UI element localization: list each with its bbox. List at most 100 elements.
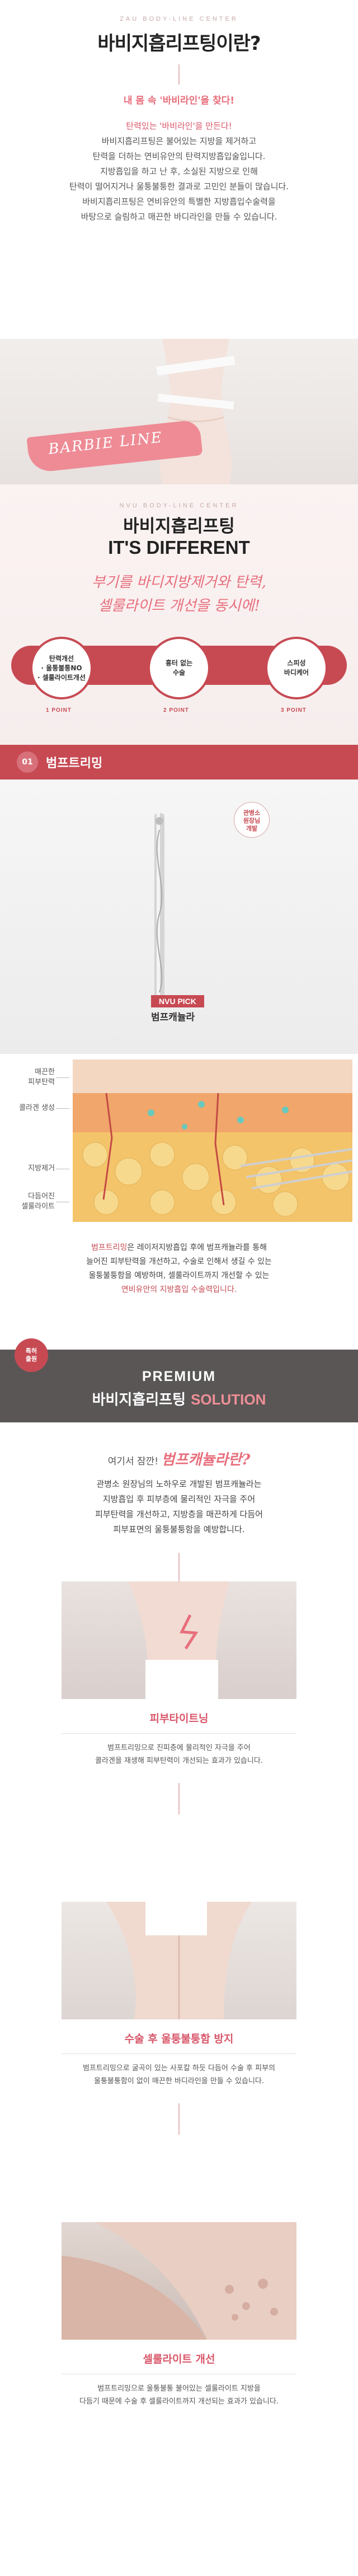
effect-card: 피부타이트닝 범프트리밍으로 진피층에 물리적인 자극을 주어 콜라겐을 재생해… [0,1581,358,1888]
solution-head-big: 범프캐뉼라란? [161,1452,251,1468]
different-script: 부기를 바디지방제거와 탄력, 셀룰라이트 개선을 동시에! [0,571,358,618]
badge-text: 개발 [246,825,258,832]
desc-section: 범프트리밍은 레이저지방흡입 후에 범프캐뉼라를 통해 늘어진 피부탄력을 개선… [0,1228,358,1350]
desc-text: 은 레이저지방흡입 후에 범프캐뉼라를 통해 [127,1243,267,1252]
premium-title-en: PREMIUM [142,1369,216,1384]
premium-title-ko: 바비지흡리프팅 [92,1392,186,1408]
solution-line: 피부탄력을 개선하고, 지방층을 매끈하게 다듬어 [95,1509,263,1519]
point-text: 바디케어 [284,669,309,676]
device-name: 범프캐뉼라 [151,1012,195,1023]
skin-label: 지방제거 [28,1164,55,1173]
skin-diagram: 매끈한 피부탄력 콜라겐 생성 지방제거 다듬어진 셀룰라이트 [0,1054,358,1228]
skin-label: 다듬어진 셀룰라이트 [6,1192,55,1212]
desc-line: 울퉁불퉁함을 예방하며, 셀룰라이트까지 개선할 수 있는 [88,1271,270,1280]
different-section: NVU BODY-LINE CENTER 바비지흡리프팅 IT'S DIFFER… [0,484,358,745]
script-line: 셀룰라이트 개선을 동시에! [97,598,261,614]
patent-badge: 특허 출원 [15,1338,48,1372]
effect-line: 범프트리밍으로 굴곡이 있는 사포칼 하듯 다듬어 수술 후 피부의 [82,2064,276,2073]
intro-body: 탄력있는 '바비라인'을 만든다! 바비지흡리프팅은 불어있는 지방을 제거하고… [0,119,358,225]
effect-line: 범프트리밍으로 진피층에 물리적인 자극을 주어 [107,1744,251,1752]
effect-photo [62,1581,296,1699]
intro-line: 탄력을 더하는 연비유안의 탄력지방흡입술입니다. [92,151,266,161]
intro-subtitle: 내 몸 속 '바비라인'을 찾다! [123,95,235,106]
skin-label-line: 셀룰라이트 [21,1202,55,1211]
point-text: 흉터 없는 [165,659,193,667]
spacer [0,1553,358,1584]
premium-title: 바비지흡리프팅 SOLUTION [0,1388,358,1409]
footer-space [0,2529,358,2576]
divider [62,1733,296,1734]
intro-eyebrow: ZAU BODY-LINE CENTER [120,16,238,22]
point-text: · 울퉁불퉁NO [41,664,82,672]
banner-title: 범프트리밍 [46,757,103,771]
desc-line: 늘어진 피부탄력을 개선하고, 수술로 인해서 생길 수 있는 [86,1257,272,1266]
point-label: 3 POINT [281,707,307,713]
waist-photo-icon [129,1581,229,1699]
intro-section: ZAU BODY-LINE CENTER 바비지흡리프팅이란? 내 몸 속 '바… [0,0,358,339]
solution-body: 관병소 원장님의 노하우로 개발된 범프캐뉼라는 지방흡입 후 피부층에 물리적… [0,1477,358,1537]
solution-head-small: 여기서 잠깐! [107,1456,159,1467]
point-circle: 스피성 바디케어 [267,639,326,697]
intro-line: 바비지흡리프팅은 연비유안의 특별한 지방흡입수술력을 [82,197,276,207]
skin-label: 매끈한 피부탄력 [6,1067,55,1088]
skin-label-line: 다듬어진 [28,1192,55,1201]
device-section: 관병소 원장님 개발 NVU PICK 범프캐뉼라 [0,780,358,1054]
intro-line: 지방흡입을 하고 난 후, 소실된 지방으로 인해 [100,166,258,176]
skin-layers-icon [73,1060,352,1222]
effect-line: 다듬기 때문에 수술 후 셀룰라이트까지 개선되는 효과가 있습니다. [79,2397,279,2406]
thigh-photo-icon [106,1902,252,2019]
divider [178,2103,180,2135]
premium-section: 특허 출원 PREMIUM 바비지흡리프팅 SOLUTION [0,1338,358,1422]
page-title: 바비지흡리프팅이란? [97,32,261,55]
premium-title-accent: SOLUTION [191,1391,266,1408]
point-circle: 흉터 없는 수술 [150,639,208,697]
intro-line: 탄력있는 '바비라인'을 만든다! [126,121,232,131]
different-eyebrow: NVU BODY-LINE CENTER [119,502,239,509]
divider [178,1783,180,1814]
intro-line: 바탕으로 슬림하고 매끈한 바디라인을 만들 수 있습니다. [81,212,277,222]
desc-line: 연비유안의 지방흡입 수술력입니다. [121,1285,237,1294]
divider [178,64,180,85]
effect-title: 피부타이트닝 [149,1712,209,1725]
body-silhouette-icon [156,339,235,484]
point-label: 1 POINT [46,707,72,713]
solution-line: 관병소 원장님의 노하우로 개발된 범프캐뉼라는 [96,1479,262,1489]
skin-label-line: 매끈한 [35,1068,55,1076]
desc-line: 범프트리밍은 레이저지방흡입 후에 범프캐뉼라를 통해 [0,1241,358,1255]
cellulite-photo-icon [62,2222,296,2340]
different-title-en: IT'S DIFFERENT [108,537,250,558]
point-circle: 탄력개선 · 울퉁불퉁NO · 셀룰라이트개선 [32,639,91,697]
intro-line: 바비지흡리프팅은 불어있는 지방을 제거하고 [101,136,257,146]
patent-text: 출원 [25,1355,37,1362]
different-title: 바비지흡리프팅 [123,516,235,536]
effect-photo [62,2222,296,2340]
point-text: · 셀룰라이트개선 [37,673,86,682]
effect-title: 셀룰라이트 개선 [143,2353,215,2365]
point-text: 스피성 [287,659,306,667]
effect-line: 범프트리밍으로 울퉁불퉁 불어있는 셀룰라이트 지방을 [97,2384,261,2393]
point-text: 수술 [172,669,186,676]
solution-section: 여기서 잠깐! 범프캐뉼라란? 관병소 원장님의 노하우로 개발된 범프캐뉼라는… [0,1422,358,1584]
developer-badge: 관병소 원장님 개발 [234,802,270,838]
patent-text: 특허 [25,1347,37,1355]
point-label: 2 POINT [163,707,189,713]
skin-label-line: 피부탄력 [28,1078,55,1086]
effect-line: 울퉁불퉁함이 없이 매끈한 바디라인을 만들 수 있습니다. [93,2077,264,2085]
effect-title: 수술 후 울퉁불퉁함 방지 [124,2033,234,2045]
desc-highlight: 범프트리밍 [91,1243,128,1252]
badge-text: 원장님 [243,817,261,824]
section-banner: 01 범프트리밍 [0,745,358,780]
effect-card: 셀룰라이트 개선 범프트리밍으로 울퉁불퉁 불어있는 셀룰라이트 지방을 다듬기… [0,2222,358,2529]
solution-head: 여기서 잠깐! 범프캐뉼라란? [0,1448,358,1469]
solution-line: 지방흡입 후 피부층에 물리적인 자극을 주어 [102,1494,256,1504]
banner-number: 01 [17,752,38,773]
script-line: 부기를 바디지방제거와 탄력, [92,574,266,591]
badge-text: 관병소 [243,809,261,816]
point-text: 탄력개선 [49,654,74,662]
effect-card: 수술 후 울퉁불퉁함 방지 범프트리밍으로 굴곡이 있는 사포칼 하듯 다듬어 … [0,1902,358,2209]
effect-photo [62,1902,296,2019]
leader-line [56,1108,69,1109]
skin-label: 콜라겐 생성 [19,1104,55,1112]
solution-line: 피부표면의 울퉁불퉁함을 예방합니다. [113,1524,245,1534]
